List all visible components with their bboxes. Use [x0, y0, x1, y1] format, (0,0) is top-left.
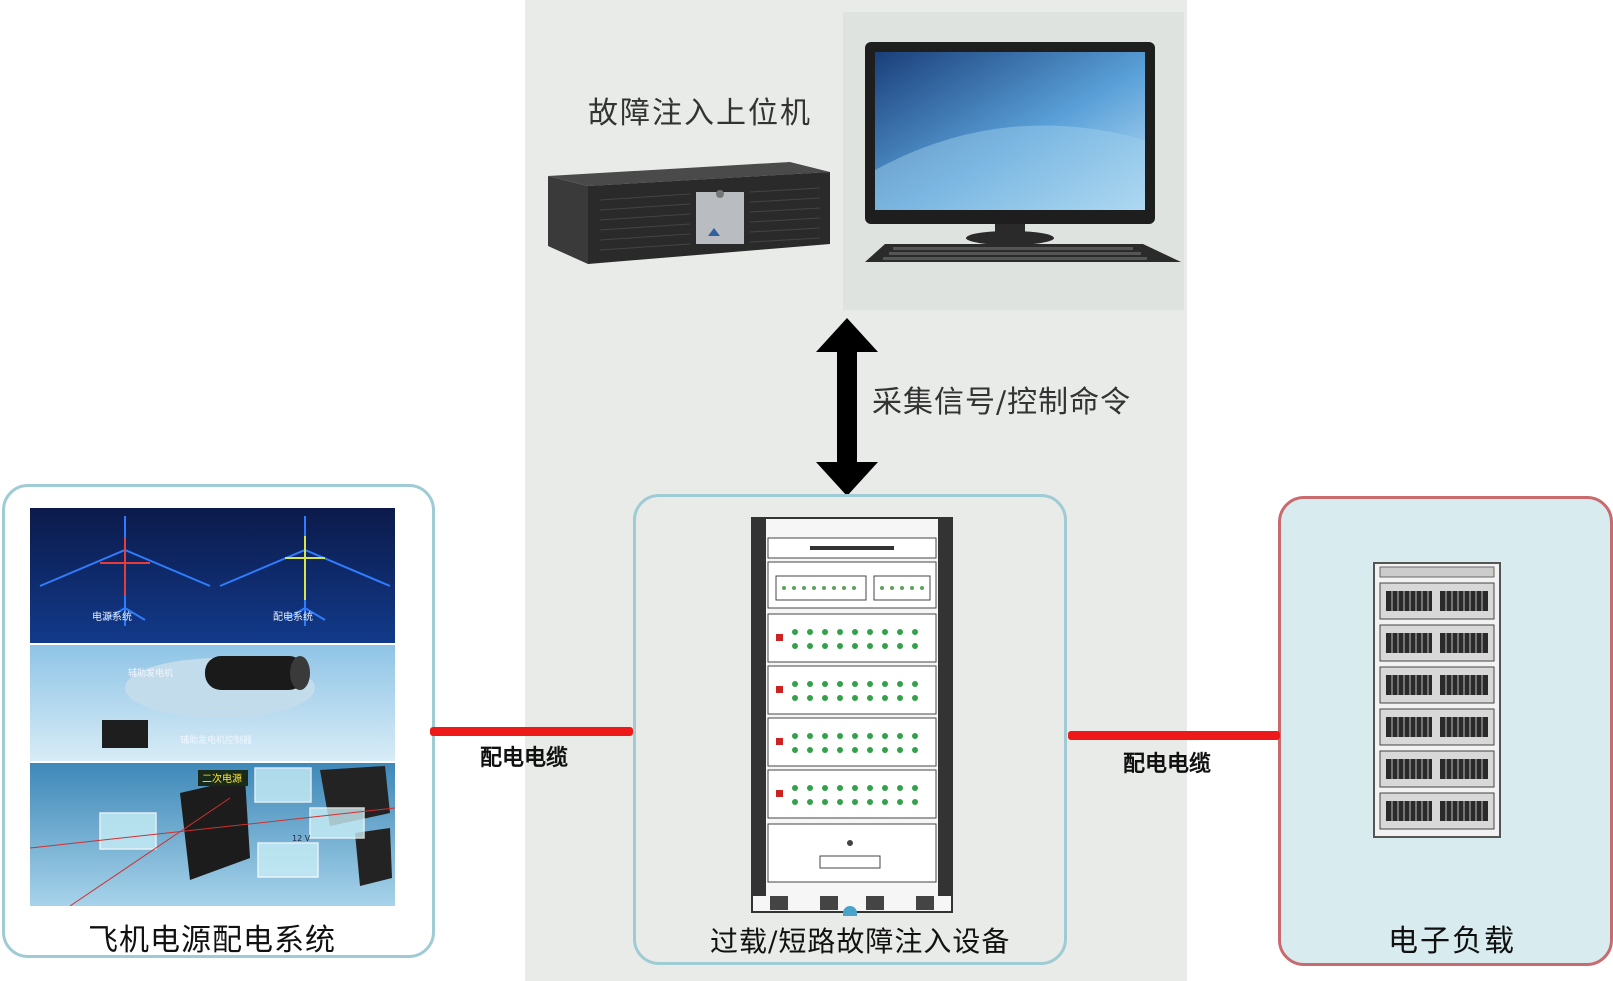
fault-injector-label: 过载/短路故障注入设备 [710, 925, 1011, 958]
host-computer-label: 故障注入上位机 [588, 96, 812, 131]
double-arrow [816, 318, 878, 496]
voltage-photo-label: 12 V [292, 834, 311, 843]
industrial-pc-chassis [548, 162, 830, 264]
cable-right-label: 配电电缆 [1123, 752, 1212, 777]
generator-photo-label: 辅助发电机 [128, 667, 173, 679]
signal-command-label: 采集信号/控制命令 [872, 385, 1132, 420]
controller-photo-label: 辅助发电机控制器 [180, 734, 252, 746]
electronic-load-label: 电子负载 [1388, 924, 1516, 959]
cable-left-label: 配电电缆 [480, 746, 569, 771]
fault-injector-cabinet [751, 517, 953, 913]
cabinet-connector-icon [843, 906, 857, 916]
monitor-keyboard [865, 42, 1181, 262]
distribution-cable-left [430, 727, 633, 736]
aircraft-system-photo: 电源系统 配电系统 辅助发电机 辅助发电机控制器 二次电源 12 V [30, 508, 395, 906]
secondary-power-photo-label: 二次电源 [202, 772, 242, 785]
power-system-photo-label: 电源系统 [92, 610, 132, 623]
distribution-cable-right [1068, 731, 1280, 740]
distribution-system-photo-label: 配电系统 [273, 610, 313, 623]
electronic-load-rack [1373, 562, 1501, 838]
aircraft-system-label: 飞机电源配电系统 [88, 923, 336, 958]
